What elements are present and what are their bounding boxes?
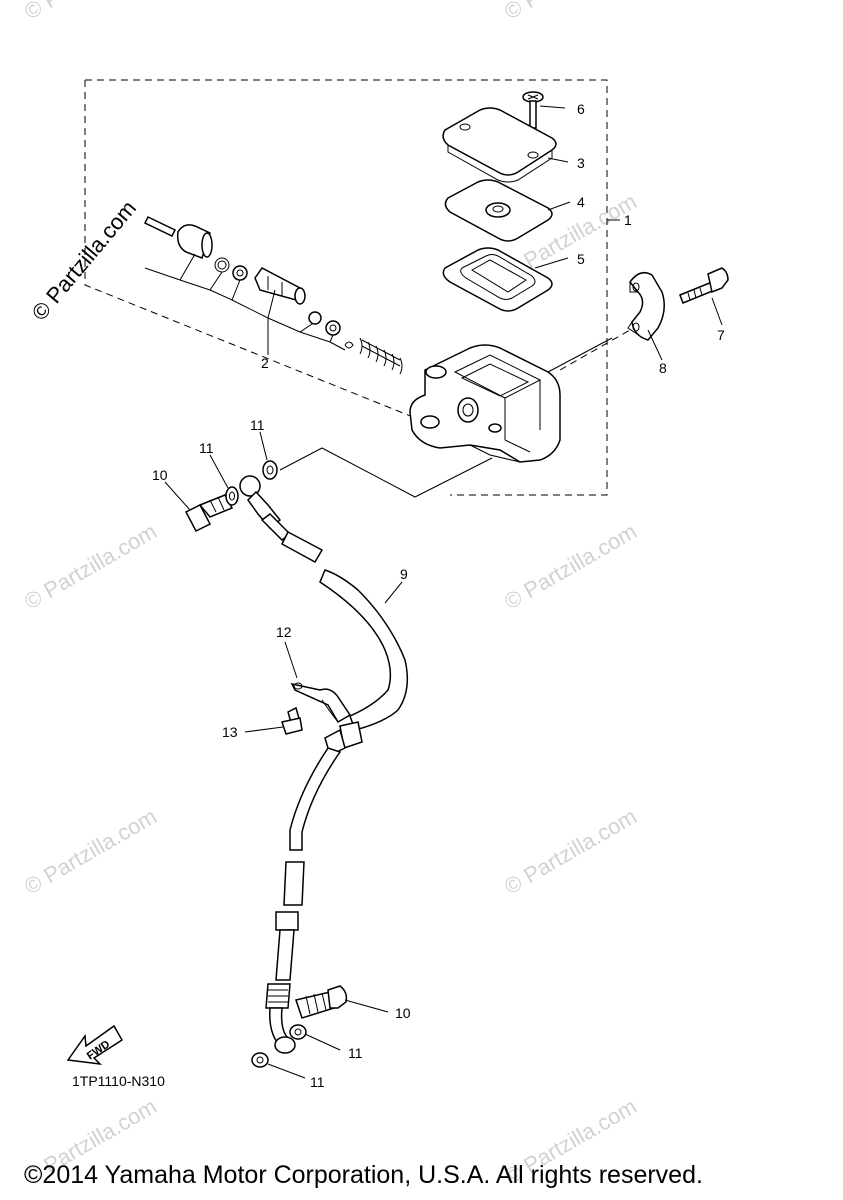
banjo-bolt-lower bbox=[295, 985, 348, 1019]
leader-11d bbox=[267, 1063, 306, 1079]
leader-8 bbox=[647, 329, 663, 361]
callout-13: 13 bbox=[222, 724, 238, 740]
leader-11b bbox=[259, 431, 268, 461]
callout-12: 12 bbox=[276, 624, 292, 640]
copyright-notice: ©2014 Yamaha Motor Corporation, U.S.A. A… bbox=[24, 1161, 703, 1189]
watermark-2: © Partzilla.com bbox=[500, 0, 641, 24]
leader-4 bbox=[547, 201, 571, 211]
callout-5: 5 bbox=[577, 251, 585, 267]
leader-3 bbox=[547, 157, 569, 163]
callout-1: 1 bbox=[624, 212, 632, 228]
crush-washer-lower-b bbox=[251, 1052, 269, 1068]
crush-washer-upper-a bbox=[225, 486, 239, 506]
callout-8: 8 bbox=[659, 360, 667, 376]
watermark-7: © Partzilla.com bbox=[500, 804, 641, 900]
handlebar-holder bbox=[627, 271, 665, 341]
assembly-boundary bbox=[84, 79, 608, 496]
diaphragm-plate bbox=[444, 179, 553, 242]
callout-6: 6 bbox=[577, 101, 585, 117]
callout-7: 7 bbox=[717, 327, 725, 343]
brake-hose bbox=[239, 475, 409, 1054]
callout-11b: 11 bbox=[250, 417, 265, 433]
leader-9 bbox=[384, 581, 403, 604]
callout-10a: 10 bbox=[152, 467, 168, 483]
crush-washer-upper-b bbox=[262, 460, 278, 480]
brand-watermark: © Partzilla.com bbox=[27, 196, 141, 326]
holder-dash bbox=[559, 329, 631, 371]
leader-10a bbox=[164, 481, 191, 511]
callout-10b: 10 bbox=[395, 1005, 411, 1021]
leader-11a bbox=[209, 454, 229, 489]
watermark-1: © Partzilla.com bbox=[20, 0, 161, 24]
diaphragm-gasket bbox=[442, 247, 553, 312]
watermark-4: © Partzilla.com bbox=[20, 519, 161, 615]
watermark-6: © Partzilla.com bbox=[20, 804, 161, 900]
leader-13 bbox=[244, 726, 284, 733]
leader-10b bbox=[344, 999, 389, 1013]
leader-6 bbox=[539, 105, 566, 109]
bracket-bolt bbox=[281, 706, 303, 735]
holder-link bbox=[547, 337, 613, 373]
diagram-code: 1TP1110-N310 bbox=[72, 1073, 165, 1089]
callout-11d: 11 bbox=[310, 1074, 325, 1090]
crush-washer-lower-a bbox=[289, 1024, 307, 1040]
leader-11c bbox=[304, 1033, 341, 1051]
cover-screw bbox=[522, 91, 544, 129]
fluid-path-link bbox=[279, 447, 493, 498]
callout-2: 2 bbox=[261, 355, 269, 371]
leader-7 bbox=[711, 297, 723, 326]
leader-12 bbox=[284, 641, 298, 679]
watermark-5: © Partzilla.com bbox=[500, 519, 641, 615]
callout-11a: 11 bbox=[199, 440, 214, 456]
piston-kit bbox=[143, 216, 403, 375]
reservoir-cap bbox=[442, 107, 557, 183]
hose-bracket bbox=[290, 682, 352, 724]
callouts: 1 2 3 4 5 6 7 8 9 10 10 11 11 11 11 12 1… bbox=[152, 101, 725, 1090]
watermarks: © Partzilla.com © Partzilla.com © Partzi… bbox=[20, 0, 641, 1189]
callout-11c: 11 bbox=[348, 1045, 363, 1061]
master-cylinder-body bbox=[409, 344, 561, 463]
piston-kit-bracket bbox=[144, 253, 346, 355]
banjo-bolt-upper bbox=[184, 494, 234, 532]
holder-bolt bbox=[679, 267, 729, 304]
callout-9: 9 bbox=[400, 566, 408, 582]
forward-arrow-icon: FWD bbox=[66, 1024, 124, 1066]
callout-3: 3 bbox=[577, 155, 585, 171]
leader-5 bbox=[534, 257, 569, 269]
callout-4: 4 bbox=[577, 194, 585, 210]
